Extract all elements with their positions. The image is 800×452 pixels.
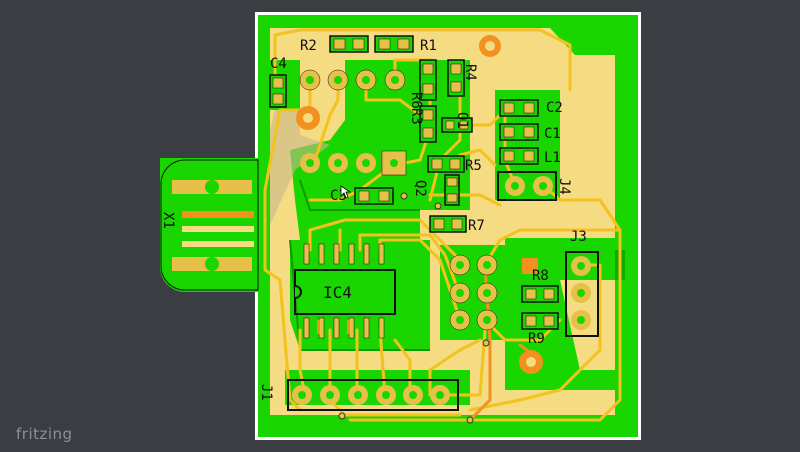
label-r1: R1 — [420, 38, 437, 54]
label-r5: R5 — [465, 158, 482, 174]
header-j4[interactable] — [497, 171, 557, 201]
header-mid[interactable] — [300, 150, 407, 176]
label-c1: C1 — [544, 126, 561, 142]
label-x1: X1 — [160, 212, 176, 229]
ic4-chip[interactable] — [294, 243, 396, 339]
label-q1: Q1 — [454, 112, 470, 129]
header-j3[interactable] — [522, 251, 599, 337]
label-r9: R9 — [528, 331, 545, 347]
label-ic4: IC4 — [323, 283, 352, 302]
header-j2[interactable] — [287, 379, 459, 411]
label-c2: C2 — [546, 100, 563, 116]
label-r7: R7 — [468, 218, 485, 234]
label-r4: R4 — [462, 64, 478, 81]
header-top[interactable] — [298, 68, 410, 96]
fritzing-logo: fritzing — [16, 425, 73, 443]
label-j1: J1 — [258, 384, 274, 401]
vias — [338, 192, 490, 424]
label-q2: Q2 — [412, 180, 428, 197]
smd-pads — [272, 38, 555, 327]
label-l1: L1 — [544, 150, 561, 166]
label-j4: J4 — [556, 178, 572, 195]
usb-connector-icon[interactable] — [160, 158, 259, 292]
label-c4: C4 — [270, 56, 287, 72]
label-r8: R8 — [532, 268, 549, 284]
label-r6: R6 — [408, 92, 424, 109]
label-r3: R3 — [408, 108, 424, 125]
label-j3: J3 — [570, 229, 587, 245]
silkscreen-labels: R2 R1 C4 C2 C1 L1 R5 C3 R7 J3 R8 R9 IC4 … — [160, 38, 587, 401]
label-r2: R2 — [300, 38, 317, 54]
mouse-cursor-icon — [340, 185, 352, 199]
header-2x3[interactable] — [449, 254, 498, 331]
